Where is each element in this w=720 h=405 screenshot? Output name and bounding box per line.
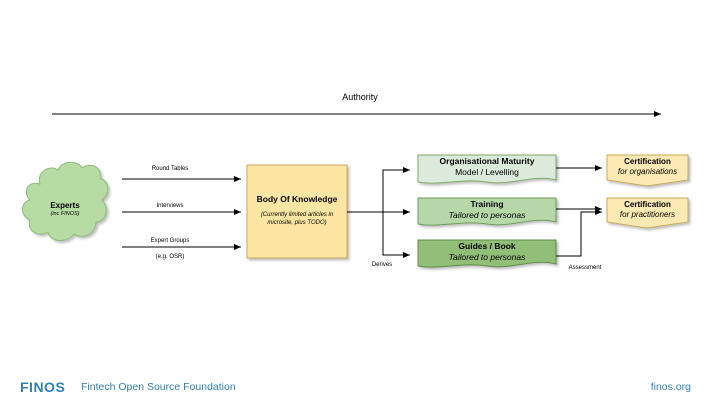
cert-org-box xyxy=(606,154,689,187)
footer-org-name: Fintech Open Source Foundation xyxy=(81,381,236,393)
guides-box xyxy=(417,239,557,268)
cert-org-title: Certification xyxy=(624,157,671,166)
experts-subtitle: (inc FINOS) xyxy=(50,211,80,217)
interviews-label: Interviews xyxy=(156,203,184,209)
training-title: Training xyxy=(470,199,504,209)
assessment-label: Assessment xyxy=(568,265,602,271)
training-subtitle: Tailored to personas xyxy=(448,210,526,220)
guides-subtitle: Tailored to personas xyxy=(448,252,526,262)
finos-logo: FINOS xyxy=(20,379,66,395)
maturity-box xyxy=(417,154,557,184)
knowledge-subtitle-2: microsite, plus TODO) xyxy=(267,220,327,226)
cert-pract-subtitle: for practitioners xyxy=(619,210,676,219)
authority-label: Authority xyxy=(342,92,378,102)
derives-label: Derives xyxy=(371,262,393,268)
cert-pract-box xyxy=(606,197,689,229)
knowledge-subtitle-1: (Currently limited articles in xyxy=(260,212,334,218)
footer-url-link[interactable]: finos.org xyxy=(650,381,691,393)
derives-branch-top xyxy=(382,167,410,212)
derives-branch-bottom xyxy=(382,212,410,258)
cert-pract-title: Certification xyxy=(624,200,671,209)
cert-org-subtitle: for organisations xyxy=(617,167,678,176)
round-tables-label: Round Tables xyxy=(151,166,189,172)
guides-title: Guides / Book xyxy=(458,241,516,251)
expert-groups-example: (e.g. OSR) xyxy=(155,254,185,260)
expert-groups-label: Expert Groups xyxy=(150,238,190,244)
experts-cloud xyxy=(22,161,109,241)
maturity-title: Organisational Maturity xyxy=(439,156,535,166)
experts-title: Experts xyxy=(50,201,80,210)
maturity-subtitle: Model / Levelling xyxy=(455,167,519,177)
assessment-arrow xyxy=(556,209,602,257)
training-box xyxy=(417,197,557,226)
knowledge-title: Body Of Knowledge xyxy=(256,194,338,204)
